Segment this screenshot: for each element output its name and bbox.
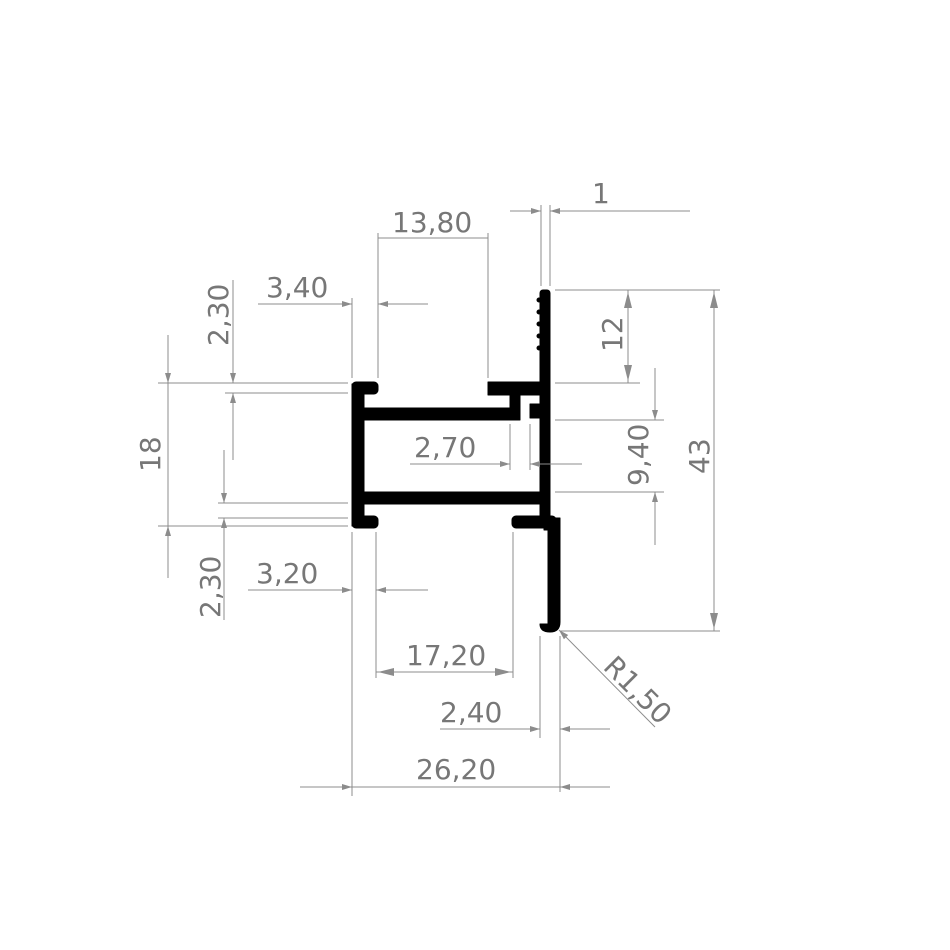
dim-upper-flange: 12 [555, 289, 720, 384]
dim-left-wall-top: 2,30 [202, 280, 348, 460]
dim-label-top-wall: 1 [592, 177, 610, 210]
dim-label-left-wall-bottom: 2,30 [194, 556, 227, 618]
dim-label-overall-width: 26,20 [416, 753, 496, 786]
dim-overall-height: 43 [560, 290, 720, 632]
dim-label-upper-flange: 12 [596, 316, 629, 352]
dim-top-wall: 1 [510, 177, 690, 286]
dim-radius: R1,50 [558, 629, 678, 731]
dim-label-top-slot: 13,80 [392, 206, 472, 239]
dim-label-radius: R1,50 [597, 650, 678, 731]
spine-serrations [536, 297, 542, 351]
dim-label-rib-width: 2,70 [414, 431, 476, 464]
aluminium-profile [351, 289, 561, 633]
dim-label-left-lip-bottom: 3,20 [256, 557, 318, 590]
dim-channel-height: 18 [134, 335, 348, 578]
dim-left-lip-bottom: 3,20 [248, 532, 428, 596]
dim-left-lip-top: 3,40 [258, 271, 428, 378]
dim-bottom-slot: 17,20 [375, 532, 514, 678]
dim-left-wall-bottom: 2,30 [194, 450, 348, 620]
dim-hook-width: 2,40 [440, 636, 610, 792]
dim-inner-gap: 9,40 [555, 368, 664, 545]
dim-rib-width: 2,70 [410, 424, 582, 470]
dim-label-hook-width: 2,40 [440, 696, 502, 729]
dim-top-slot: 13,80 [377, 206, 489, 378]
dim-label-overall-height: 43 [683, 438, 716, 474]
dim-label-left-wall-top: 2,30 [202, 284, 235, 346]
dim-overall-width: 26,20 [300, 532, 610, 796]
dim-label-bottom-slot: 17,20 [406, 639, 486, 672]
dim-label-inner-gap: 9,40 [622, 424, 655, 486]
dim-label-left-lip-top: 3,40 [266, 271, 328, 304]
dim-label-channel-height: 18 [134, 436, 167, 472]
